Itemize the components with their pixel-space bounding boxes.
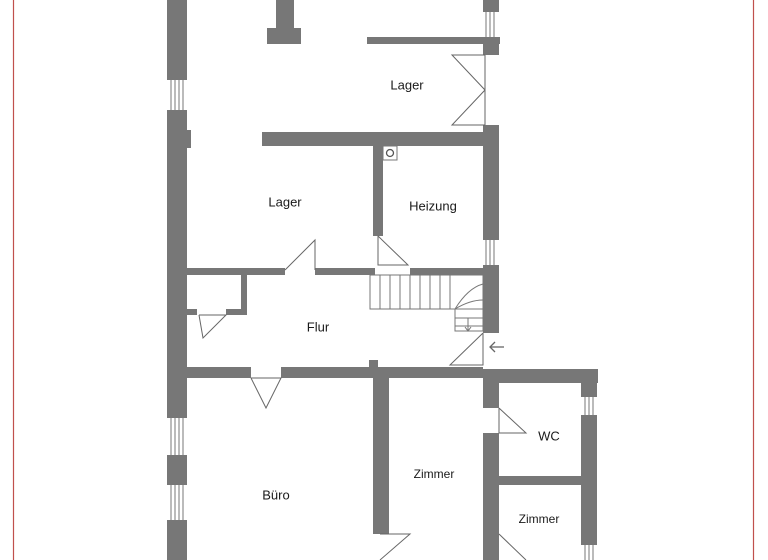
window-right-1 xyxy=(485,240,495,265)
left-outer-wall-1 xyxy=(167,0,187,30)
wc-right-wall-1 xyxy=(581,383,597,397)
window-left-3 xyxy=(170,485,184,520)
right-wall-mid xyxy=(483,265,499,333)
top-right-wall-b xyxy=(483,37,499,55)
doors xyxy=(198,54,528,560)
room-label-flur: Flur xyxy=(306,319,330,335)
walls xyxy=(167,0,598,560)
flur-top-wall-1 xyxy=(185,268,285,275)
door-zimmer-mid xyxy=(379,533,412,560)
door-wc xyxy=(498,407,528,434)
window-top-right xyxy=(485,12,495,37)
top-inner-wall xyxy=(367,37,500,44)
heizung-left-wall xyxy=(373,144,383,236)
flur-top-wall-3 xyxy=(410,268,499,275)
room-label-heizung: Heizung xyxy=(409,198,457,214)
closet-bottom-wall-1 xyxy=(185,309,197,315)
door-zimmer-right xyxy=(498,533,527,560)
door-entrance xyxy=(448,332,484,366)
wc-left-wall-1 xyxy=(483,376,499,408)
window-zimmer-right xyxy=(584,545,594,560)
entrance-arrow-icon xyxy=(489,341,504,353)
window-left-2 xyxy=(170,418,184,455)
door-buero xyxy=(250,377,282,410)
room-label-zimmer-right: Zimmer xyxy=(518,512,560,526)
room-label-lager-top: Lager xyxy=(390,77,424,93)
windows xyxy=(170,0,594,560)
door-lager-left xyxy=(284,238,316,271)
window-left-top xyxy=(170,0,184,28)
lager-heizung-top-wall xyxy=(262,132,499,146)
closet-right-wall xyxy=(241,275,247,315)
left-outer-wall-4 xyxy=(167,455,187,485)
wc-top-wall xyxy=(483,369,598,383)
wc-left-wall-2 xyxy=(483,433,499,560)
left-outer-wall-2 xyxy=(167,28,187,80)
right-wall-upper xyxy=(483,125,499,240)
page-frame xyxy=(12,0,755,560)
flur-top-wall-2 xyxy=(315,268,375,275)
closet-bottom-wall-2 xyxy=(226,309,247,315)
chimney-base xyxy=(267,28,301,44)
window-left-1 xyxy=(170,80,184,110)
room-label-lager-left: Lager xyxy=(268,194,302,210)
room-label-zimmer-mid: Zimmer xyxy=(413,467,455,481)
flur-bottom-wall-1 xyxy=(185,367,251,378)
door-lager-top xyxy=(450,54,486,126)
door-heizung xyxy=(377,235,410,266)
flur-bottom-wall-2 xyxy=(281,367,483,378)
left-outer-wall-3 xyxy=(167,110,187,418)
flur-bottom-wall-stub xyxy=(369,360,378,378)
buero-zimmer-wall xyxy=(373,376,389,534)
staircase xyxy=(369,274,484,332)
left-outer-wall-5 xyxy=(167,520,187,560)
top-right-wall-a xyxy=(483,0,499,12)
wc-bottom-wall xyxy=(497,476,597,485)
left-wall-stub xyxy=(185,130,191,148)
heating-flue-icon xyxy=(382,145,398,161)
window-wc xyxy=(584,397,594,415)
room-label-wc: WC xyxy=(538,428,560,444)
door-closet xyxy=(198,314,228,340)
room-label-buero: Büro xyxy=(262,487,290,503)
